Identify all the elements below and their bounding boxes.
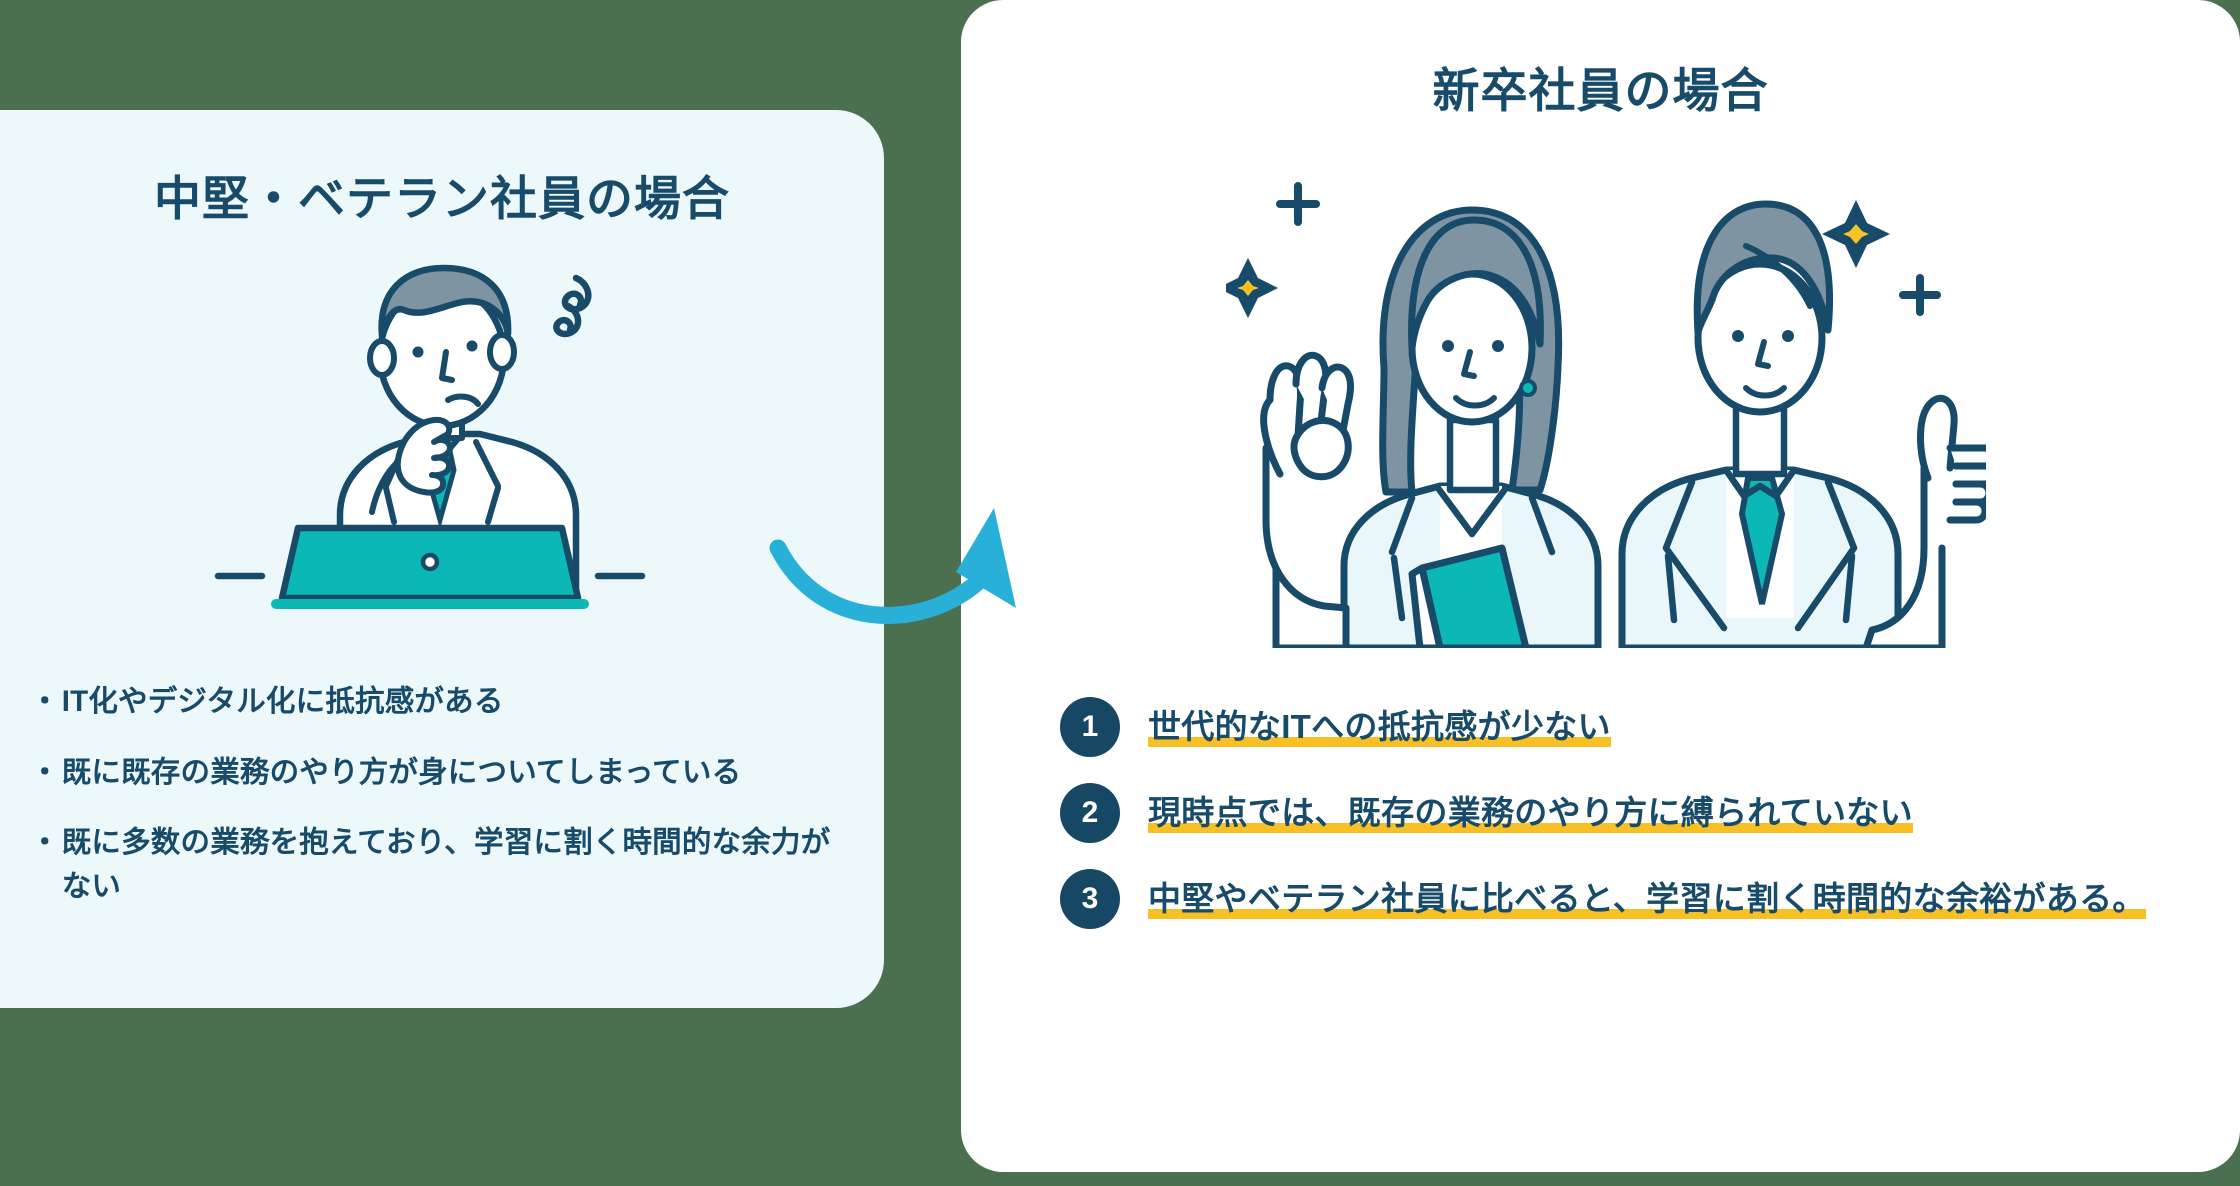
bullet-marker: ・ (30, 755, 60, 789)
worried-man-at-laptop-illustration (190, 260, 650, 610)
number-badge: 2 (1060, 783, 1120, 843)
number-badge: 1 (1060, 697, 1120, 757)
list-item: 1 世代的なITへの抵抗感が少ない (1060, 695, 2210, 757)
list-item: ・ 既に既存の業務のやり方が身についてしまっている (30, 751, 850, 795)
list-item: ・ IT化やデジタル化に抵抗感がある (30, 680, 850, 724)
bullet-text: IT化やデジタル化に抵抗感がある (61, 685, 504, 718)
veteran-employee-card: 中堅・ベテラン社員の場合 (0, 110, 884, 1008)
list-item: ・ 既に多数の業務を抱えており、学習に割く時間的な余力がない (30, 821, 850, 908)
list-item: 3 中堅やベテラン社員に比べると、学習に割く時間的な余裕がある。 (1060, 867, 2210, 929)
bullet-marker: ・ (30, 826, 60, 860)
list-item: 2 現時点では、既存の業務のやり方に縛られていない (1060, 781, 2210, 843)
number-badge: 3 (1060, 869, 1120, 929)
left-panel-title: 中堅・ベテラン社員の場合 (154, 172, 730, 225)
curved-arrow-right-icon (760, 480, 1080, 680)
right-panel-title: 新卒社員の場合 (1432, 64, 1769, 117)
veteran-bullet-list: ・ IT化やデジタル化に抵抗感がある ・ 既に既存の業務のやり方が身についてしま… (30, 680, 850, 936)
bullet-text: 既に多数の業務を抱えており、学習に割く時間的な余力がない (61, 826, 831, 903)
highlighted-text: 現時点では、既存の業務のやり方に縛られていない (1148, 794, 1913, 833)
sparkle-decorations (1218, 182, 1941, 318)
list-item-text: 世代的なITへの抵抗感が少ない (1148, 695, 2210, 753)
new-graduate-numbered-list: 1 世代的なITへの抵抗感が少ない 2 現時点では、既存の業務のやり方に縛られて… (1060, 695, 2210, 953)
bullet-marker: ・ (30, 685, 60, 718)
list-item-text: 中堅やベテラン社員に比べると、学習に割く時間的な余裕がある。 (1148, 867, 2210, 925)
list-item-text: 現時点では、既存の業務のやり方に縛られていない (1148, 781, 2210, 839)
bullet-text: 既に既存の業務のやり方が身についてしまっている (61, 755, 742, 789)
new-graduate-card: 新卒社員の場合 (961, 0, 2240, 1172)
two-happy-new-employees-illustration (1218, 148, 1997, 652)
highlighted-text: 中堅やベテラン社員に比べると、学習に割く時間的な余裕がある。 (1148, 880, 2146, 919)
highlighted-text: 世代的なITへの抵抗感が少ない (1148, 708, 1611, 747)
